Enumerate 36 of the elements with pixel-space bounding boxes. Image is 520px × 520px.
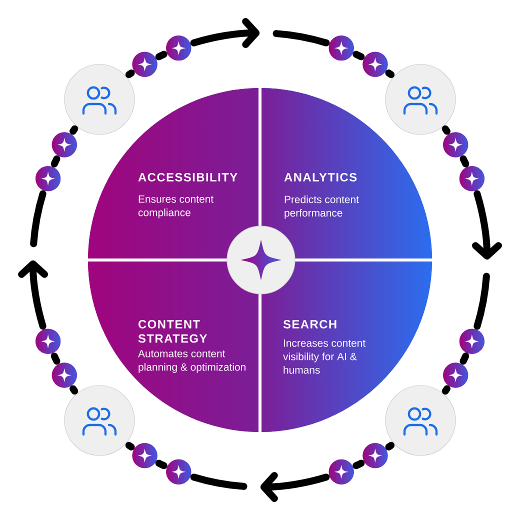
arrow <box>18 260 48 330</box>
connector-line <box>442 385 450 395</box>
connector-line <box>70 385 78 395</box>
connector-line <box>272 30 330 46</box>
connector-line <box>50 352 60 365</box>
connector-line <box>385 70 395 78</box>
connector-line <box>352 460 365 470</box>
connector-line <box>460 155 470 168</box>
section-heading: SEARCH <box>283 320 336 328</box>
connector-line <box>155 50 168 60</box>
quadrant-sector <box>88 262 258 432</box>
section-heading: ANALYTICS <box>284 173 357 182</box>
connector-line <box>125 442 135 450</box>
quadrant-sector <box>88 88 258 258</box>
arrow <box>260 472 330 502</box>
description: Predicts content performance <box>284 196 359 219</box>
connector-line <box>30 190 46 248</box>
description: Increases content visibility for AI & humans <box>283 340 366 374</box>
connector-line <box>70 125 78 135</box>
connector-line <box>460 352 470 365</box>
section-heading: ACCESSIBILITY <box>138 173 238 182</box>
section-heading: CONTENT STRATEGY <box>138 320 208 343</box>
description: Ensures content compliance <box>138 196 214 218</box>
connector-line <box>442 125 450 135</box>
connector-line <box>385 442 395 450</box>
connector-line <box>352 50 365 60</box>
arrow <box>472 190 502 260</box>
connector-line <box>155 460 168 470</box>
connector-line <box>190 474 248 490</box>
connector-line <box>50 155 60 168</box>
arrow <box>190 18 260 48</box>
connector-line <box>125 70 135 78</box>
quadrant-sector <box>262 262 432 432</box>
quadrant-sector <box>262 88 432 258</box>
connector-line <box>474 272 490 330</box>
description: Automates content planning & optimization <box>138 350 246 373</box>
